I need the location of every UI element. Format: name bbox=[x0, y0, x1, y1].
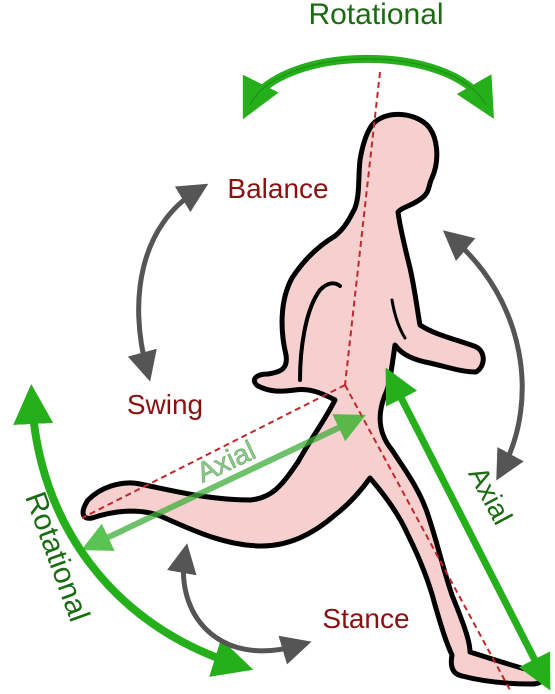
stance-leg-axis-line bbox=[344, 384, 511, 691]
balance-stance-cycle-arrow bbox=[442, 230, 525, 481]
arm-contour bbox=[298, 281, 342, 382]
axial-leg-arrow bbox=[385, 367, 551, 691]
spine-axis-line bbox=[344, 71, 381, 386]
rotational-top-arrow bbox=[242, 54, 494, 120]
stance-swing-cycle-arrow bbox=[167, 543, 312, 665]
rotational-top-label: Rotational bbox=[308, 0, 443, 31]
swing-balance-cycle-arrow bbox=[127, 183, 209, 382]
balance-label: Balance bbox=[227, 173, 328, 204]
axial-swing-arrow bbox=[81, 414, 366, 551]
swing-label: Swing bbox=[127, 389, 203, 420]
stance-label: Stance bbox=[322, 603, 409, 634]
axial-right-label: Axial bbox=[462, 461, 518, 529]
rear-arm-contour bbox=[390, 298, 407, 340]
